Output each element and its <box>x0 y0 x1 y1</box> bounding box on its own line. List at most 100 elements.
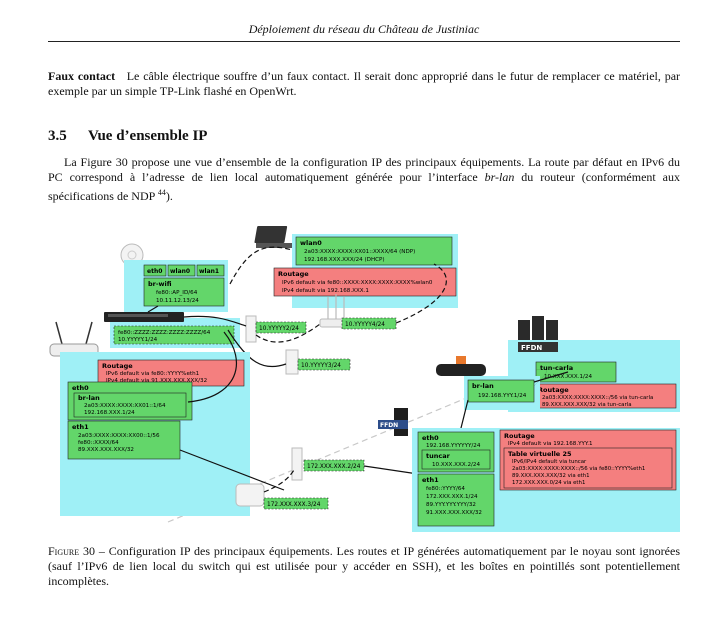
link-label-a-box <box>255 321 307 334</box>
server-addr: 10.XXX.XXX.1/24 <box>544 374 592 380</box>
pc-addr: 192.168.XXX.XXX/24 (DHCP) <box>304 257 385 263</box>
box-group: br-lan 192.168.YYY.1/24 <box>436 356 540 410</box>
link-label-d-box <box>303 459 365 472</box>
route-entry: 2a03:XXXX:XXXX:XXXX::/56 via fe80::YYYY%… <box>512 466 645 472</box>
access-point-icon <box>235 483 265 507</box>
link-label: 10.YYYYY2/24 <box>259 326 299 332</box>
router-group: Routage IPv6 default via fe80::YYYY%eth1… <box>49 321 250 516</box>
router-icon <box>49 321 99 357</box>
route-entry: IPv6 default via fe80::YYYY%eth1 <box>106 371 200 377</box>
box-addr: 192.168.YYY.1/24 <box>478 393 527 399</box>
switch-addr: 10.YYYYY.1/24 <box>118 337 158 343</box>
vpn-addr: 89.YYY.YYY.YYY/32 <box>426 502 476 508</box>
switch-addr-box <box>113 325 235 345</box>
router-addr: 192.168.XXX.1/24 <box>84 410 135 416</box>
ffdn-logo-text: FFDN <box>380 422 398 429</box>
ap-tab-label: eth0 <box>147 268 162 275</box>
router-brlan-box <box>73 392 187 418</box>
paragraph-overview: La Figure 30 propose une vue d’ensemble … <box>48 155 680 204</box>
route-title: Routage <box>538 386 569 394</box>
link-label: 10.YYYYY4/24 <box>345 322 385 328</box>
route-title: Routage <box>504 432 535 440</box>
router-iface: br-lan <box>78 394 100 402</box>
paragraph-lead: Faux contact <box>48 69 116 83</box>
route-entry: 89.XXX.XXX.XXX/32 via eth1 <box>512 473 590 479</box>
vpn-addr: 192.168.YYYYYY/24 <box>426 443 481 449</box>
pc-iface: wlan0 <box>300 239 322 247</box>
paragraph-text: Le câble électrique souffre d’un faux co… <box>48 69 681 98</box>
paragraph-text: du routeur (conformément aux spécificati… <box>48 170 680 203</box>
router-addr: 2a03:XXXX:XXXX:XX00::1/56 <box>78 433 160 439</box>
link-label-b-box <box>341 317 397 330</box>
cable <box>227 329 287 368</box>
cable <box>533 371 569 383</box>
route-entry: IPv4 default via 192.168.XXX.1 <box>282 288 369 294</box>
ffdn-logo <box>378 420 408 429</box>
laptop-icon <box>254 226 288 243</box>
ffdn-logo <box>518 342 558 352</box>
caption-text: – Configuration IP des principaux équipe… <box>48 544 680 588</box>
switch-addr: fe80::ZZZZ:ZZZZ:ZZZZ:ZZZZ/64 <box>118 330 211 336</box>
ap-addr: 10.11.12.13/24 <box>156 298 199 304</box>
vpn-iface: eth0 <box>422 434 439 442</box>
route-title: Routage <box>278 270 309 278</box>
link-label: 172.XXX.XXX.3/24 <box>267 502 321 508</box>
server-icon <box>518 320 530 346</box>
network-diagram: wlan0 2a03:XXXX:XXXX:XX01::XXXX/64 (NDP)… <box>49 226 680 532</box>
outdoor-links: 172.XXX.XXX.2/24 172.XXX.XXX.3/24 <box>235 447 365 510</box>
ap-left-group: eth0 wlan0 wlan1 br-wifi fe80::AP_ID/64 … <box>120 243 228 312</box>
vpn-table-box <box>503 447 673 489</box>
server-iface: tun-carla <box>540 364 573 372</box>
vpn-addr: fe80::YYYY/64 <box>426 486 465 492</box>
ap-tab-label: wlan1 <box>199 268 219 275</box>
cable <box>187 331 238 403</box>
vpn-eth1-box <box>417 473 495 527</box>
laptop-group: wlan0 2a03:XXXX:XXXX:XX01::XXXX/64 (NDP)… <box>254 226 458 308</box>
router-addr: 2a03:XXXX:XXXX:XX01::1/64 <box>84 403 166 409</box>
paragraph-faux-contact: Faux contact Le câble électrique souffre… <box>48 69 680 99</box>
router-route-box <box>97 359 245 387</box>
ap-addr: fe80::AP_ID/64 <box>156 290 198 296</box>
access-point-icon <box>291 447 303 481</box>
server-route-box <box>533 383 677 409</box>
vpn-iface: eth1 <box>422 476 439 484</box>
ap-bridge: br-wifi <box>148 280 172 288</box>
vpn-tuncar-box <box>421 449 491 470</box>
link-label: 10.YYYYY3/24 <box>301 363 341 369</box>
vpn-addr: 91.XXX.XXX.XXX/32 <box>426 510 482 516</box>
cable <box>363 465 419 475</box>
switch-group: fe80::ZZZZ:ZZZZ:ZZZZ:ZZZZ/64 10.YYYYY.1/… <box>104 312 240 348</box>
pc-route-box <box>273 267 457 297</box>
route-entry: 2a03:XXXX:XXXX:XXXX::/56 via tun-carla <box>542 395 653 401</box>
router-iface: eth1 <box>72 423 89 431</box>
vpn-addr: 10.XXX.XXX.2/24 <box>432 462 480 468</box>
cable <box>147 305 159 313</box>
section-title: Vue d’ensemble IP <box>88 128 208 144</box>
isp-box-icon <box>436 364 486 376</box>
ap-tab-eth0 <box>143 264 167 277</box>
router-addr: 89.XXX.XXX.XXX/32 <box>78 447 134 453</box>
cable <box>179 449 285 491</box>
router-addr: fe80::XXXX/64 <box>78 440 119 446</box>
paragraph-text: ). <box>165 189 173 203</box>
wireless-link <box>395 263 447 324</box>
route-entry: IPv4 default via 192.168.YYY.1 <box>508 441 593 447</box>
route-entry: IPv6 default via fe80::XXXX:XXXX:XXXX:XX… <box>282 280 433 286</box>
box-brlan-box <box>467 379 535 403</box>
cable <box>183 315 247 327</box>
middle-devices: 10.YYYYY2/24 10.YYYYY4/24 10.YYYYY3/24 <box>245 294 397 375</box>
ap-bridge-box <box>143 277 225 307</box>
box-iface: br-lan <box>472 382 494 390</box>
running-header: Déploiement du réseau du Château de Just… <box>248 22 480 36</box>
ap-tab-wlan1 <box>196 264 225 277</box>
paragraph-text: La Figure 30 propose une vue d’ensemble … <box>48 155 680 184</box>
link-label-c-box <box>297 358 351 371</box>
route-entry: IPv4 default via 91.XXX.XXX.XXX/32 <box>106 378 207 384</box>
ffdn-logo-text: FFDN <box>521 344 542 352</box>
route-entry: 172.XXX.XXX.0/24 via eth1 <box>512 480 585 486</box>
access-point-icon <box>245 315 257 343</box>
footnote-mark[interactable]: 44 <box>157 188 166 197</box>
header-rule <box>48 41 680 42</box>
route-title: Routage <box>102 362 133 370</box>
